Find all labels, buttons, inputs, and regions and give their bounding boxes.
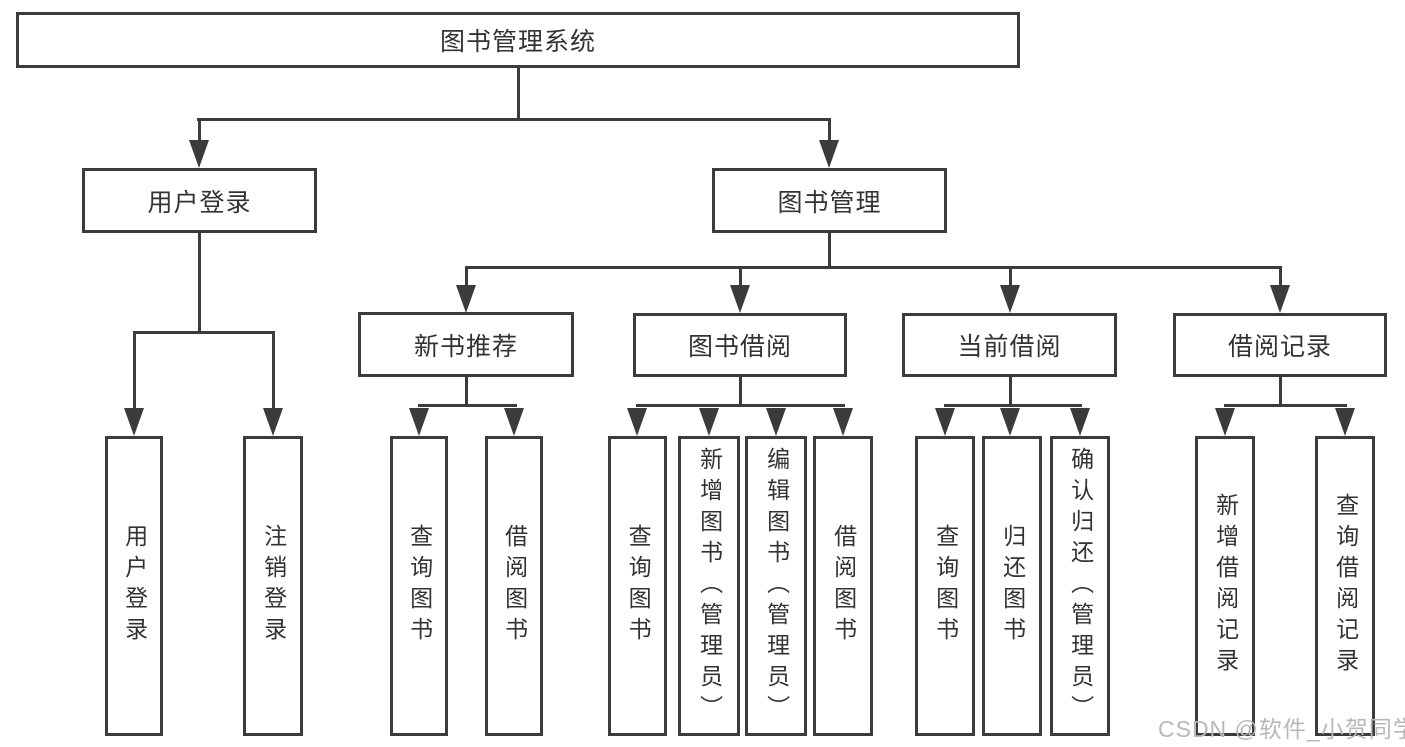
node-borrow-record-label: 借阅记录 [1227, 333, 1332, 361]
node-user-login: 用户登录 [82, 168, 317, 233]
connector-line [198, 118, 201, 142]
connector-line [944, 404, 1082, 407]
arrowhead-icon [504, 408, 524, 436]
leaf-edit-books-admin: 编辑图书（管理员） [745, 436, 807, 736]
arrowhead-icon [1070, 408, 1090, 436]
leaf-confirm-return-admin-label: 确认归还（管理员） [1067, 446, 1094, 726]
arrowhead-icon [1215, 408, 1235, 436]
connector-line [739, 266, 742, 287]
node-book-borrow-label: 图书借阅 [687, 333, 792, 361]
csdn-watermark: CSDN @软件_小贺同学 [1158, 716, 1405, 742]
leaf-logout-label: 注销登录 [260, 524, 287, 648]
node-current-borrow: 当前借阅 [902, 313, 1117, 377]
leaf-logout: 注销登录 [243, 436, 303, 736]
leaf-return-books-label: 归还图书 [999, 524, 1026, 648]
connector-line [133, 331, 136, 410]
arrowhead-icon [263, 408, 283, 436]
leaf-query-books-2: 查询图书 [608, 436, 667, 736]
leaf-add-books-admin: 新增图书（管理员） [678, 436, 740, 736]
leaf-add-books-admin-label: 新增图书（管理员） [696, 446, 723, 726]
connector-line [465, 266, 468, 287]
arrowhead-icon [1000, 408, 1020, 436]
leaf-borrow-books-1: 借阅图书 [485, 436, 543, 736]
node-book-management: 图书管理 [712, 168, 947, 233]
connector-line [465, 377, 468, 407]
arrowhead-icon [1270, 285, 1290, 313]
connector-line [1279, 377, 1282, 407]
node-user-login-label: 用户登录 [147, 188, 252, 217]
connector-line [517, 68, 520, 121]
leaf-borrow-books-2-label: 借阅图书 [830, 524, 857, 648]
leaf-borrow-books-1-label: 借阅图书 [501, 524, 528, 648]
arrowhead-icon [124, 408, 144, 436]
arrowhead-icon [456, 285, 476, 313]
connector-line [465, 266, 1282, 269]
connector-line [828, 233, 831, 269]
arrowhead-icon [819, 140, 839, 168]
node-new-book-recommend-label: 新书推荐 [413, 332, 518, 361]
node-current-borrow-label: 当前借阅 [957, 333, 1062, 361]
leaf-user-login: 用户登录 [105, 436, 163, 736]
arrowhead-icon [189, 140, 209, 168]
leaf-query-books-1-label: 查询图书 [406, 524, 433, 648]
connector-line [1009, 266, 1012, 287]
node-book-borrow: 图书借阅 [633, 313, 847, 377]
connector-line [197, 118, 831, 121]
arrowhead-icon [730, 285, 750, 313]
connector-line [272, 331, 275, 410]
leaf-user-login-label: 用户登录 [121, 524, 148, 648]
arrowhead-icon [766, 408, 786, 436]
arrowhead-icon [1000, 285, 1020, 313]
node-new-book-recommend: 新书推荐 [358, 312, 574, 377]
leaf-return-books: 归还图书 [982, 436, 1042, 736]
arrowhead-icon [1335, 408, 1355, 436]
leaf-confirm-return-admin: 确认归还（管理员） [1050, 436, 1110, 736]
connector-line [739, 377, 742, 407]
node-root-label: 图书管理系统 [439, 28, 596, 56]
leaf-query-borrow-record: 查询借阅记录 [1315, 436, 1375, 736]
connector-line [1224, 404, 1347, 407]
arrowhead-icon [935, 408, 955, 436]
connector-line [418, 404, 517, 407]
leaf-edit-books-admin-label: 编辑图书（管理员） [763, 446, 790, 726]
connector-line [828, 118, 831, 142]
leaf-add-borrow-record-label: 新增借阅记录 [1212, 493, 1239, 679]
connector-line [198, 233, 201, 333]
leaf-query-borrow-record-label: 查询借阅记录 [1332, 493, 1359, 679]
arrowhead-icon [409, 408, 429, 436]
node-root: 图书管理系统 [16, 12, 1020, 68]
arrowhead-icon [699, 408, 719, 436]
connector-line [133, 331, 275, 334]
leaf-add-borrow-record: 新增借阅记录 [1195, 436, 1255, 736]
node-borrow-record: 借阅记录 [1173, 313, 1387, 377]
leaf-borrow-books-2: 借阅图书 [813, 436, 873, 736]
leaf-query-books-2-label: 查询图书 [625, 524, 652, 648]
connector-line [1009, 377, 1012, 407]
leaf-query-books-1: 查询图书 [390, 436, 448, 736]
connector-line [636, 404, 845, 407]
leaf-query-books-3: 查询图书 [915, 436, 975, 736]
arrowhead-icon [627, 408, 647, 436]
leaf-query-books-3-label: 查询图书 [932, 524, 959, 648]
node-book-management-label: 图书管理 [777, 188, 882, 217]
arrowhead-icon [833, 408, 853, 436]
connector-line [1279, 266, 1282, 287]
